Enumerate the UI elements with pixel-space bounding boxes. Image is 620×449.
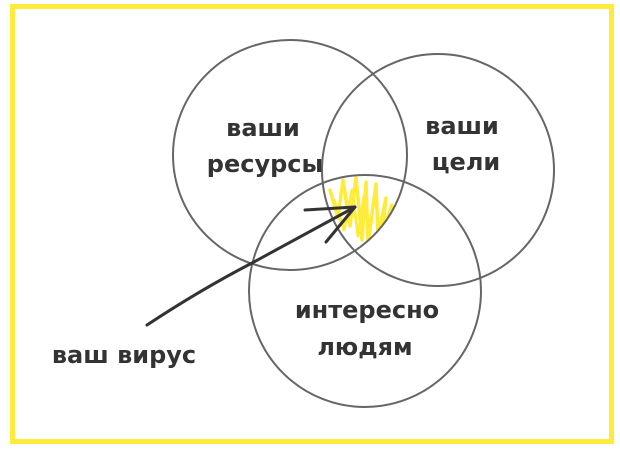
yellow-frame — [10, 4, 614, 444]
circle-goals — [321, 53, 555, 287]
label-resources-line2: ресурсы — [207, 150, 323, 178]
label-interesting-line2: людям — [317, 333, 412, 361]
label-goals-line2: цели — [432, 148, 500, 176]
label-resources-line1: ваши — [226, 114, 300, 142]
circle-resources — [172, 39, 408, 271]
callout-label: ваш вирус — [52, 341, 196, 369]
triple-intersection-highlight — [328, 176, 394, 246]
label-goals-line1: ваши — [425, 112, 499, 140]
arrow-icon — [145, 205, 357, 327]
label-interesting-line1: интересно — [295, 296, 439, 324]
circle-interesting — [248, 174, 482, 408]
